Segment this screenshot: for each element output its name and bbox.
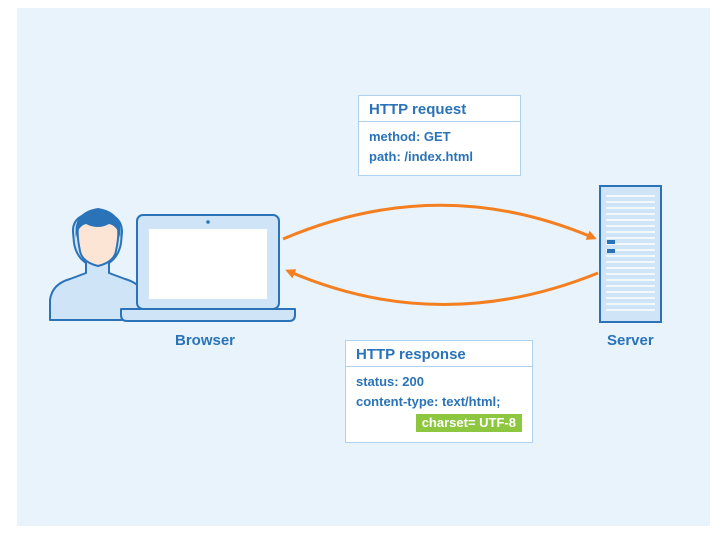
- server-icon: [599, 185, 662, 323]
- request-path: path: /index.html: [369, 149, 473, 164]
- charset-highlight: charset= UTF-8: [415, 414, 522, 432]
- http-response-box: HTTP response status: 200 content-type: …: [345, 340, 533, 443]
- browser-label: Browser: [175, 332, 236, 349]
- user-icon: [49, 208, 146, 321]
- http-request-box: HTTP request method: GET path: /index.ht…: [358, 95, 521, 176]
- response-arrow: [285, 269, 599, 306]
- request-method: method: GET: [369, 129, 451, 144]
- response-content-type: content-type: text/html;: [356, 394, 501, 409]
- server-label: Server: [607, 332, 654, 349]
- response-status: status: 200: [356, 374, 424, 389]
- http-request-title: HTTP request: [359, 96, 520, 122]
- http-response-title: HTTP response: [346, 341, 532, 367]
- laptop-icon: [120, 214, 296, 322]
- request-arrow: [282, 203, 597, 241]
